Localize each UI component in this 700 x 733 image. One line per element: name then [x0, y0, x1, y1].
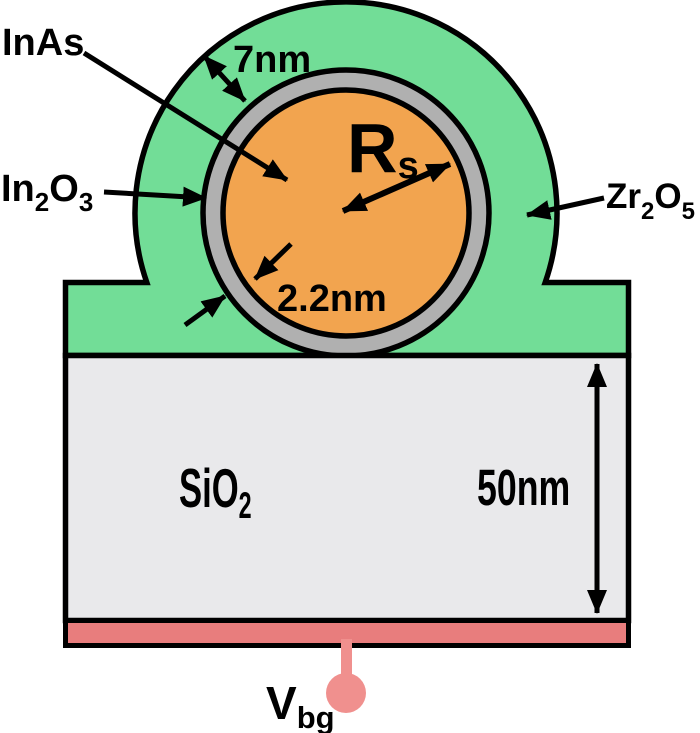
inas-pointer-arrow: [82, 50, 289, 183]
zr2o5-pointer-arrow: [526, 195, 605, 220]
oxide-thickness-arrow-outer: [183, 293, 227, 328]
oxide-thickness-label: 2.2nm: [277, 278, 387, 320]
radius-label: Rs: [347, 109, 419, 187]
backgate-terminal-stem: [341, 639, 352, 677]
in2o3-pointer-arrow: [103, 186, 207, 207]
inas-core: [220, 87, 472, 339]
in2o3-label: In2O3: [1, 168, 93, 217]
zr2o5-label: Zr2O5: [606, 177, 695, 225]
oxide-thickness-arrow-inner: [253, 242, 293, 281]
backgate-voltage-label: Vbg: [266, 677, 335, 733]
radius-arrow: [341, 161, 452, 214]
substrate-thickness-label: 50nm: [477, 460, 570, 517]
sio2-substrate: [62, 352, 632, 624]
shell-thickness-label: 7nm: [233, 39, 311, 81]
shell-thickness-arrow: [202, 54, 247, 103]
backgate-terminal: [326, 673, 366, 713]
sio2-label: SiO2: [179, 457, 252, 527]
inas-label: InAs: [2, 22, 84, 64]
